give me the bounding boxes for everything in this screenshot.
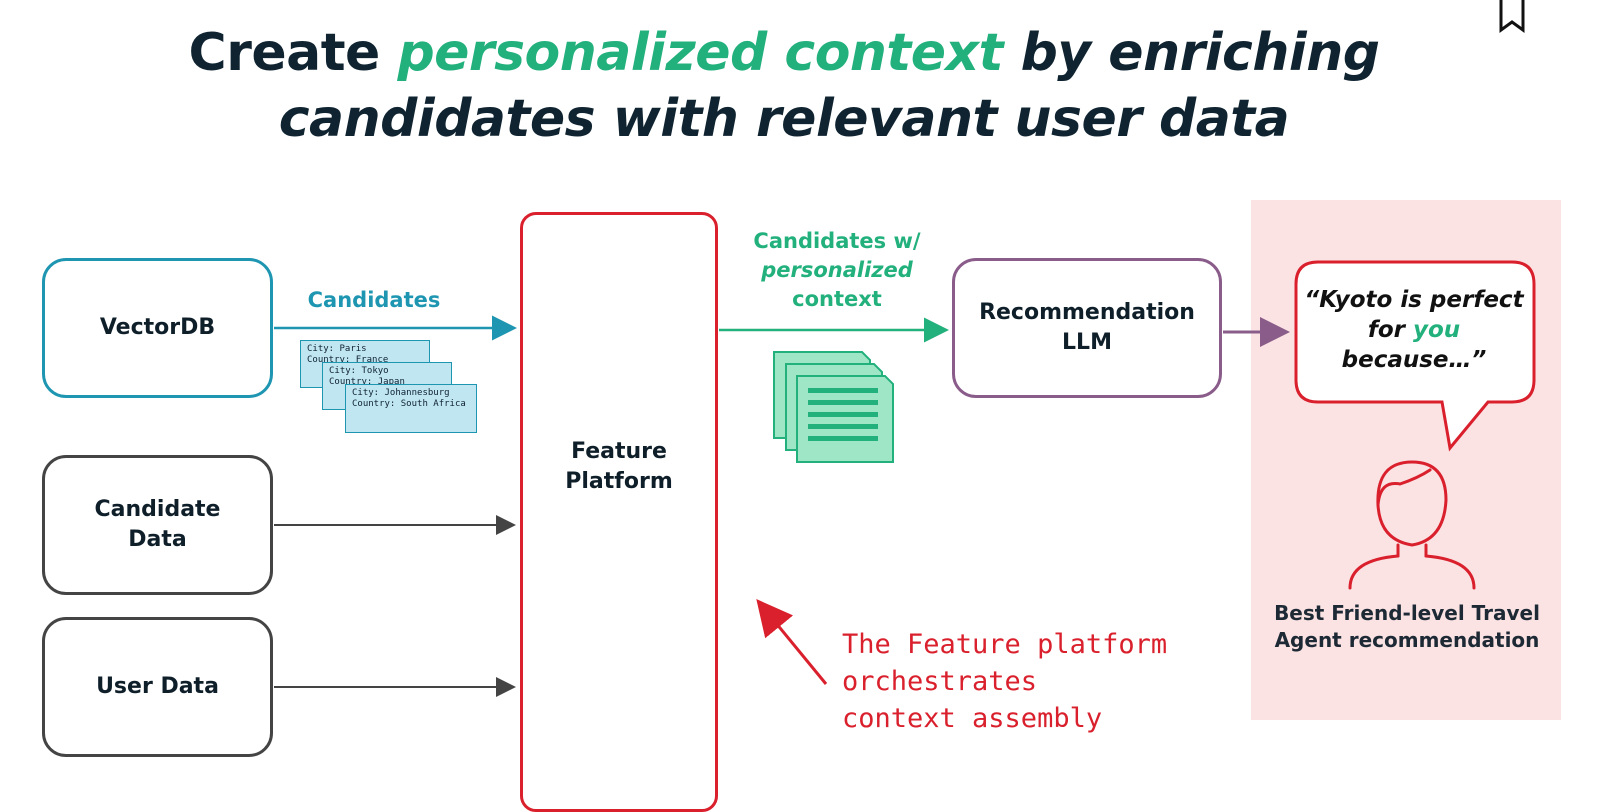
vectordb-node: VectorDB bbox=[42, 258, 273, 398]
person-icon bbox=[1348, 460, 1476, 590]
feature-platform-node: Feature Platform bbox=[520, 212, 718, 812]
candidates-edge-label: Candidates bbox=[307, 288, 441, 312]
bookmark-icon[interactable] bbox=[1497, 0, 1527, 34]
speech-bubble bbox=[1294, 260, 1536, 452]
recommendation-llm-node: Recommendation LLM bbox=[952, 258, 1222, 398]
document-stack-icon bbox=[773, 351, 894, 463]
page-title: Create personalized context by enriching… bbox=[0, 20, 1568, 152]
speech-text: “Kyoto is perfect for you because…” bbox=[1304, 287, 1524, 373]
annotation-arrow bbox=[756, 599, 828, 685]
travel-agent-label: Best Friend-level Travel Agent recommend… bbox=[1274, 601, 1540, 652]
candidate-data-node: Candidate Data bbox=[42, 455, 273, 595]
user-data-node: User Data bbox=[42, 617, 273, 757]
title-accent: personalized context bbox=[397, 23, 1003, 83]
diagram-connectors bbox=[274, 260, 1536, 697]
title-line-1: Create personalized context by enriching bbox=[188, 23, 1380, 83]
title-line-2: candidates with relevant user data bbox=[278, 89, 1290, 149]
annotation-note: The Feature platform orchestrates contex… bbox=[842, 629, 1168, 734]
personalized-edge-label: Candidates w/ personalized context bbox=[753, 229, 921, 311]
